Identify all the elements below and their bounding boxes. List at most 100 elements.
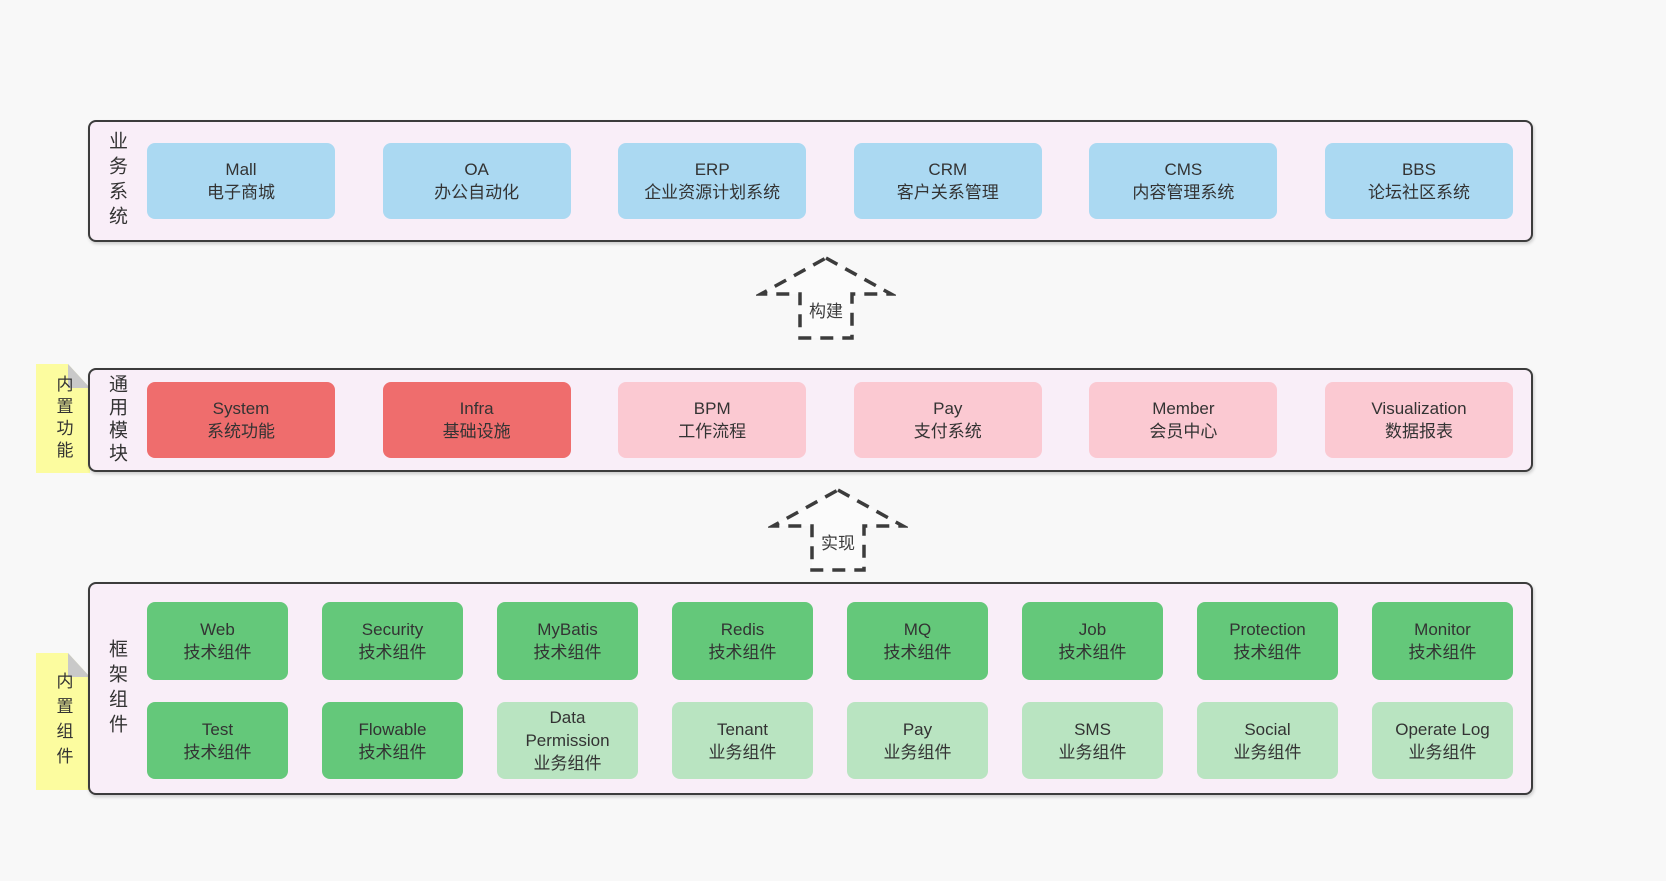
framework-band-label: 框架组件: [106, 638, 127, 739]
box-title: Operate Log: [1395, 719, 1490, 739]
framework-components-band: 框架组件 Web 技术组件 Security 技术组件 MyBatis 技术组件…: [88, 582, 1533, 795]
box-subtitle: 工作流程: [678, 422, 747, 441]
box-title: Security: [361, 620, 424, 639]
implement-arrow-up-icon: 实现: [768, 487, 908, 572]
sticky-note-label: 内置功能: [53, 374, 73, 463]
box-monitor: Monitor 技术组件: [1372, 602, 1513, 680]
box-title: Social: [1244, 719, 1291, 739]
arrow-label: 构建: [809, 302, 843, 321]
box-mall: Mall 电子商城: [147, 143, 335, 219]
framework-box-row-2: Test 技术组件 Flowable 技术组件 Data Permission …: [147, 702, 1513, 779]
box-data-permission: Data Permission 业务组件: [497, 702, 638, 779]
box-subtitle: 数据报表: [1384, 422, 1453, 441]
box-subtitle: 业务组件: [1058, 742, 1127, 762]
box-oa: OA 办公自动化: [382, 143, 571, 219]
box-subtitle: 客户关系管理: [896, 183, 999, 202]
box-title: Tenant: [716, 719, 769, 739]
box-subtitle: 技术组件: [358, 643, 427, 662]
box-subtitle: 业务组件: [883, 742, 952, 762]
arrow-label: 实现: [821, 534, 855, 553]
box-erp: ERP 企业资源计划系统: [618, 143, 807, 219]
box-subtitle: 技术组件: [1233, 643, 1302, 662]
box-title: ERP: [694, 160, 730, 179]
box-subtitle: 业务组件: [708, 742, 777, 762]
arrow-label-bg: [802, 298, 850, 324]
box-title: Mall: [225, 160, 257, 179]
box-subtitle: 企业资源计划系统: [644, 183, 781, 202]
box-subtitle: 基础设施: [442, 422, 511, 441]
sticky-note-built-in-components: 内置组件: [36, 653, 90, 790]
box-social: Social 业务组件: [1197, 702, 1338, 779]
box-title: CRM: [928, 160, 968, 179]
box-subtitle: 技术组件: [183, 643, 252, 662]
business-systems-band: 业务系统 Mall 电子商城 OA 办公自动化 ERP 企业资源计划系统 CRM…: [88, 120, 1533, 242]
box-protection: Protection 技术组件: [1197, 602, 1338, 680]
box-subtitle: 会员中心: [1149, 422, 1218, 441]
box-tenant: Tenant 业务组件: [672, 702, 813, 779]
box-pay-module: Pay 支付系统: [853, 382, 1042, 458]
box-subtitle: 业务组件: [1233, 742, 1302, 762]
box-title: Redis: [720, 620, 765, 639]
modules-box-row: System 系统功能 Infra 基础设施 BPM 工作流程 Pay 支付系统…: [147, 382, 1513, 458]
box-sms: SMS 业务组件: [1022, 702, 1163, 779]
box-operate-log: Operate Log 业务组件: [1372, 702, 1513, 779]
box-subtitle: 技术组件: [883, 643, 952, 662]
box-crm: CRM 客户关系管理: [853, 143, 1042, 219]
box-test: Test 技术组件: [147, 702, 288, 779]
box-title: Job: [1078, 620, 1107, 639]
box-job: Job 技术组件: [1022, 602, 1163, 680]
box-subtitle: 业务组件: [533, 754, 602, 773]
box-title: Pay: [933, 399, 963, 418]
box-title: Test: [201, 719, 234, 739]
box-member: Member 会员中心: [1089, 382, 1278, 458]
framework-box-row-1: Web 技术组件 Security 技术组件 MyBatis 技术组件 Redi…: [147, 602, 1513, 680]
box-title: Member: [1152, 399, 1215, 418]
box-subtitle: 技术组件: [533, 643, 602, 662]
box-title: Visualization: [1371, 399, 1467, 418]
box-mybatis: MyBatis 技术组件: [497, 602, 638, 680]
box-title: Web: [200, 620, 235, 639]
box-title: MyBatis: [537, 620, 598, 639]
box-title: SMS: [1074, 719, 1111, 739]
business-box-row: Mall 电子商城 OA 办公自动化 ERP 企业资源计划系统 CRM 客户关系…: [147, 143, 1513, 219]
box-bpm: BPM 工作流程: [618, 382, 807, 458]
box-flowable: Flowable 技术组件: [322, 702, 463, 779]
box-system: System 系统功能: [147, 382, 335, 458]
box-redis: Redis 技术组件: [672, 602, 813, 680]
box-subtitle: 业务组件: [1408, 742, 1477, 762]
box-title: Infra: [459, 399, 494, 418]
box-subtitle: 技术组件: [708, 643, 777, 662]
box-subtitle: 技术组件: [183, 742, 252, 762]
box-title: System: [212, 399, 270, 418]
box-title: Data Permission: [525, 708, 610, 750]
box-cms: CMS 内容管理系统: [1089, 143, 1278, 219]
box-web: Web 技术组件: [147, 602, 288, 680]
box-subtitle: 技术组件: [1408, 643, 1477, 662]
box-pay-component: Pay 业务组件: [847, 702, 988, 779]
sticky-note-built-in-features: 内置功能: [36, 364, 90, 473]
box-title: Monitor: [1414, 620, 1471, 639]
box-title: BPM: [693, 399, 731, 418]
box-subtitle: 内容管理系统: [1132, 183, 1235, 202]
box-security: Security 技术组件: [322, 602, 463, 680]
box-title: OA: [464, 160, 489, 179]
box-bbs: BBS 论坛社区系统: [1324, 143, 1513, 219]
box-title: CMS: [1164, 160, 1203, 179]
common-modules-band: 通用模块 System 系统功能 Infra 基础设施 BPM 工作流程 Pay…: [88, 368, 1533, 472]
box-title: MQ: [903, 620, 932, 639]
box-visualization: Visualization 数据报表: [1324, 382, 1513, 458]
arrow-label-bg: [814, 530, 862, 556]
box-subtitle: 电子商城: [207, 183, 275, 202]
box-title: Pay: [902, 719, 933, 739]
box-subtitle: 论坛社区系统: [1367, 183, 1470, 202]
box-subtitle: 系统功能: [207, 422, 275, 441]
box-mq: MQ 技术组件: [847, 602, 988, 680]
box-subtitle: 技术组件: [358, 742, 427, 762]
box-title: BBS: [1401, 160, 1436, 179]
sticky-note-label: 内置组件: [53, 671, 73, 772]
modules-band-label: 通用模块: [106, 374, 127, 466]
build-arrow-up-icon: 构建: [756, 255, 896, 340]
box-infra: Infra 基础设施: [382, 382, 571, 458]
business-band-label: 业务系统: [106, 131, 127, 231]
